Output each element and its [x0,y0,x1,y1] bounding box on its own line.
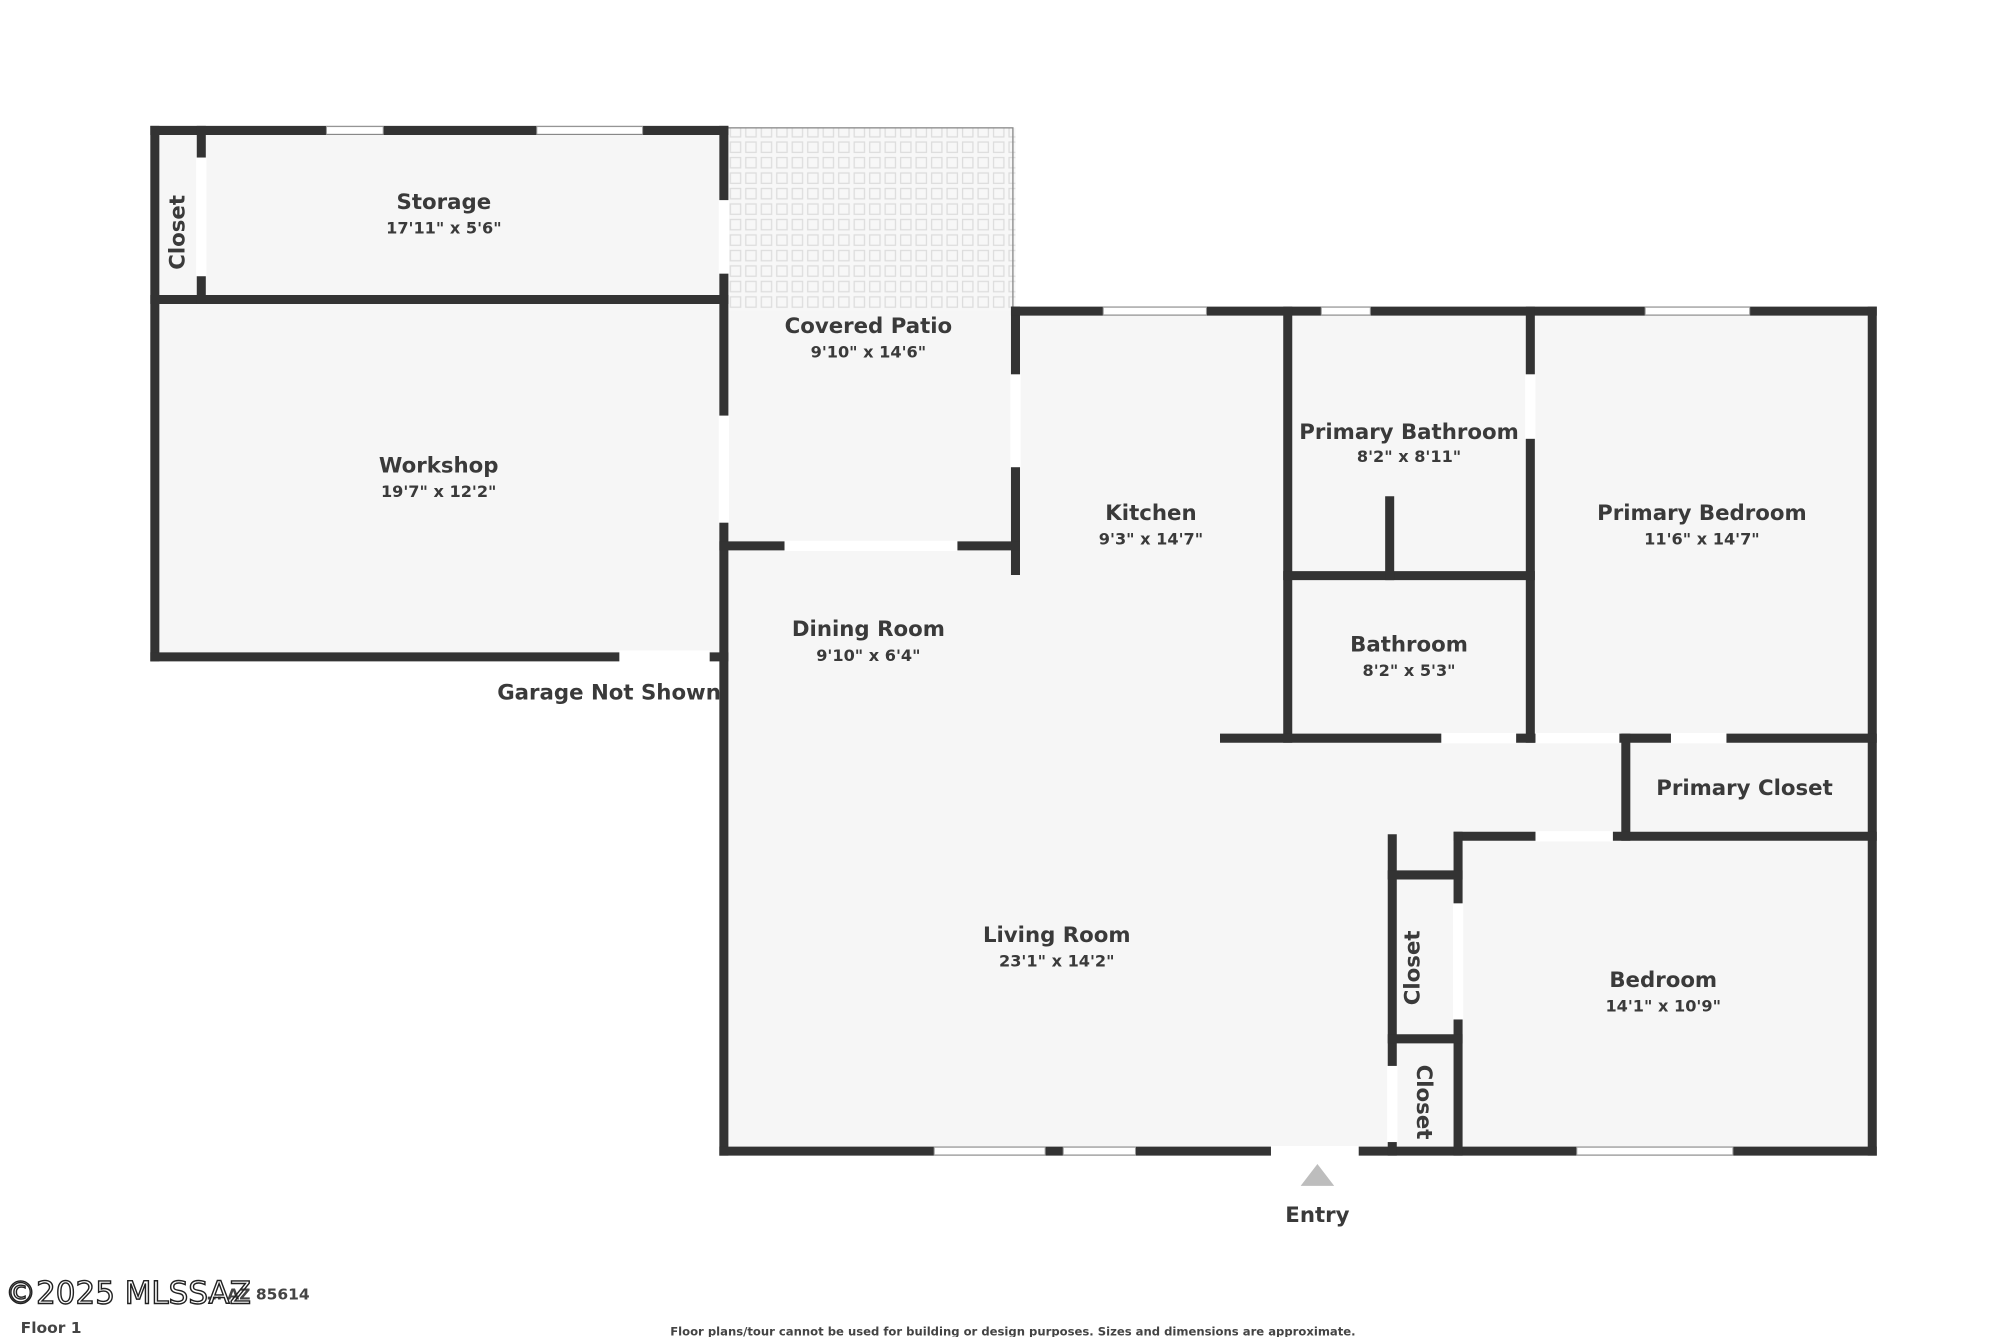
windows [325,126,1751,1156]
closet-lower-label: Closet [1411,1065,1436,1140]
covered-patio-dims: 9'10" x 14'6" [811,343,927,362]
dining-floor [723,545,1016,585]
door-openings [196,157,1727,1157]
bedroom-label: Bedroom [1609,968,1717,993]
primary-bathroom-dims: 8'2" x 8'11" [1357,447,1461,466]
covered-patio-label: Covered Patio [785,314,953,339]
garage-note: Garage Not Shown [497,680,721,705]
watermark: ©2025 MLSSAZ [5,1275,251,1311]
living-room-dims: 23'1" x 14'2" [999,952,1115,971]
primary-closet-label: Primary Closet [1656,776,1833,801]
storage-closet-label: Closet [166,195,191,270]
main-floor [723,311,1873,1152]
dining-room-dims: 9'10" x 6'4" [816,646,920,665]
bathroom-dims: 8'2" x 5'3" [1362,661,1455,680]
address-text: … AZ 85614 [206,1285,309,1303]
workshop-floor [154,299,724,657]
kitchen-label: Kitchen [1105,501,1196,526]
storage-label: Storage [397,190,492,215]
bedroom-dims: 14'1" x 10'9" [1605,997,1721,1016]
entry-label: Entry [1285,1203,1349,1228]
primary-bedroom-dims: 11'6" x 14'7" [1644,530,1760,549]
disclaimer: Floor plans/tour cannot be used for buil… [670,1325,1355,1337]
workshop-label: Workshop [379,453,499,478]
primary-bathroom-label: Primary Bathroom [1299,420,1519,445]
primary-bedroom-label: Primary Bedroom [1597,501,1807,526]
storage-dims: 17'11" x 5'6" [386,219,502,238]
living-room-label: Living Room [983,923,1131,948]
floor-label: Floor 1 [21,1319,82,1337]
closet-upper-label: Closet [1400,930,1425,1005]
entry-arrow-icon [1300,1163,1335,1186]
dining-room-label: Dining Room [792,617,945,642]
room-floors [154,127,1873,1152]
entry-door [1270,1145,1359,1157]
kitchen-dims: 9'3" x 14'7" [1099,530,1203,549]
workshop-dims: 19'7" x 12'2" [381,482,497,501]
storage-floor [154,130,724,300]
bathroom-label: Bathroom [1350,633,1468,658]
